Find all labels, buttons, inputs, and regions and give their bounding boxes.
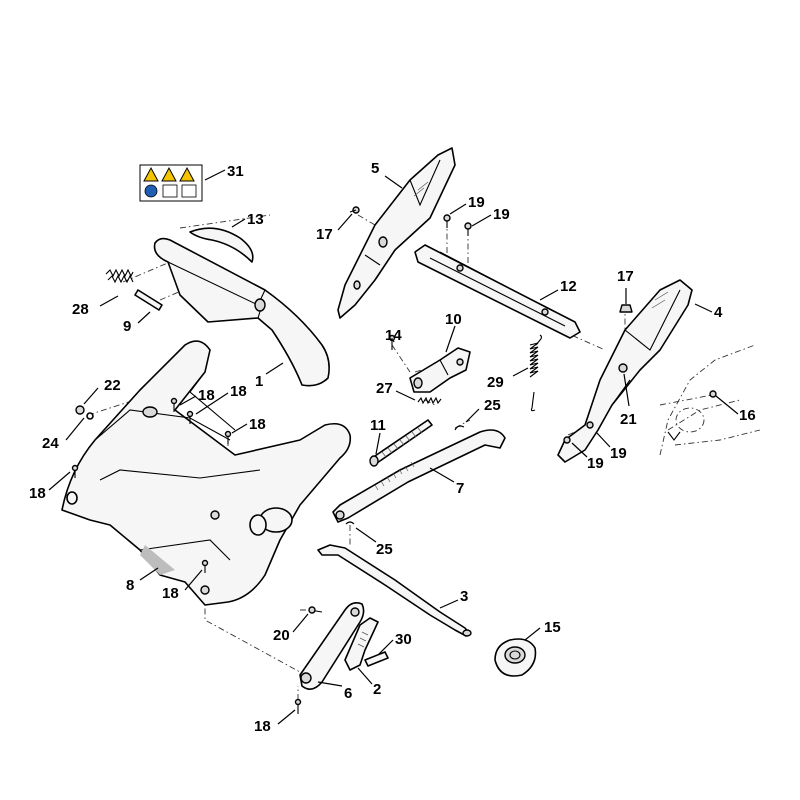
screw-14	[388, 334, 396, 350]
callout-4: 4	[714, 304, 723, 321]
callout-3: 3	[460, 588, 468, 605]
callout-24: 24	[42, 435, 59, 452]
lower-frame	[61, 340, 352, 606]
callout-18-b: 18	[230, 383, 247, 400]
callout-27: 27	[376, 380, 393, 397]
screw-17-left	[349, 206, 360, 214]
left-bracket	[337, 147, 456, 319]
mower-housing-outline	[659, 344, 761, 456]
callout-25-b: 25	[376, 541, 393, 558]
leader-lines	[48, 169, 739, 725]
callout-25-a: 25	[484, 397, 501, 414]
grip-cover	[189, 227, 254, 263]
callout-10: 10	[445, 311, 462, 328]
callout-5: 5	[371, 160, 379, 177]
clip-25-bottom	[345, 521, 355, 525]
callout-7: 7	[456, 480, 464, 497]
callout-20: 20	[273, 627, 290, 644]
callout-19-a: 19	[468, 194, 485, 211]
callout-18-e: 18	[162, 585, 179, 602]
callout-11: 11	[370, 417, 386, 434]
callout-18-d: 18	[29, 485, 46, 502]
callout-15: 15	[544, 619, 561, 636]
callout-18-c: 18	[249, 416, 266, 433]
control-rod	[317, 544, 472, 637]
callout-22: 22	[104, 377, 121, 394]
callout-14: 14	[385, 327, 402, 344]
upper-handle	[153, 237, 330, 387]
spring-small	[105, 268, 134, 284]
threaded-rod	[369, 419, 433, 467]
lever-bracket	[409, 347, 471, 393]
callout-8: 8	[126, 577, 134, 594]
spring-29	[529, 334, 543, 412]
screw-17-right	[619, 304, 633, 313]
callout-2: 2	[373, 681, 381, 698]
cross-bar	[414, 244, 581, 339]
pin	[134, 289, 163, 311]
callout-21: 21	[620, 411, 637, 428]
lower-arm	[299, 602, 365, 690]
callout-30: 30	[395, 631, 412, 648]
pin-30	[364, 651, 389, 667]
long-lever	[332, 429, 506, 523]
clip-25-top	[454, 425, 465, 431]
callout-18-f: 18	[254, 718, 271, 735]
callout-19-b: 19	[493, 206, 510, 223]
adjuster-knob	[494, 638, 537, 677]
latch	[344, 617, 379, 671]
callout-16: 16	[739, 407, 756, 424]
hardware-bolts-left	[71, 397, 302, 714]
callout-17-a: 17	[316, 226, 333, 243]
callout-labels: 31 13 28 9 1 22 24 18 18 18 18 8 18 5 17…	[29, 160, 756, 735]
callout-28: 28	[72, 301, 89, 318]
callout-18-a: 18	[198, 387, 215, 404]
warning-label-sticker	[139, 164, 203, 202]
callout-9: 9	[123, 318, 131, 335]
callout-6: 6	[344, 685, 352, 702]
right-bracket	[557, 279, 693, 463]
callout-31: 31	[227, 163, 244, 180]
callout-12: 12	[560, 278, 577, 295]
callout-13: 13	[247, 211, 264, 228]
screw-16	[709, 390, 717, 398]
callout-19-d: 19	[587, 455, 604, 472]
screws-19-top	[443, 214, 472, 236]
spring-27	[417, 396, 442, 405]
callout-1: 1	[255, 373, 263, 390]
callout-17-b: 17	[617, 268, 634, 285]
callout-19-c: 19	[610, 445, 627, 462]
screw-20	[308, 606, 323, 614]
callout-29: 29	[487, 374, 504, 391]
